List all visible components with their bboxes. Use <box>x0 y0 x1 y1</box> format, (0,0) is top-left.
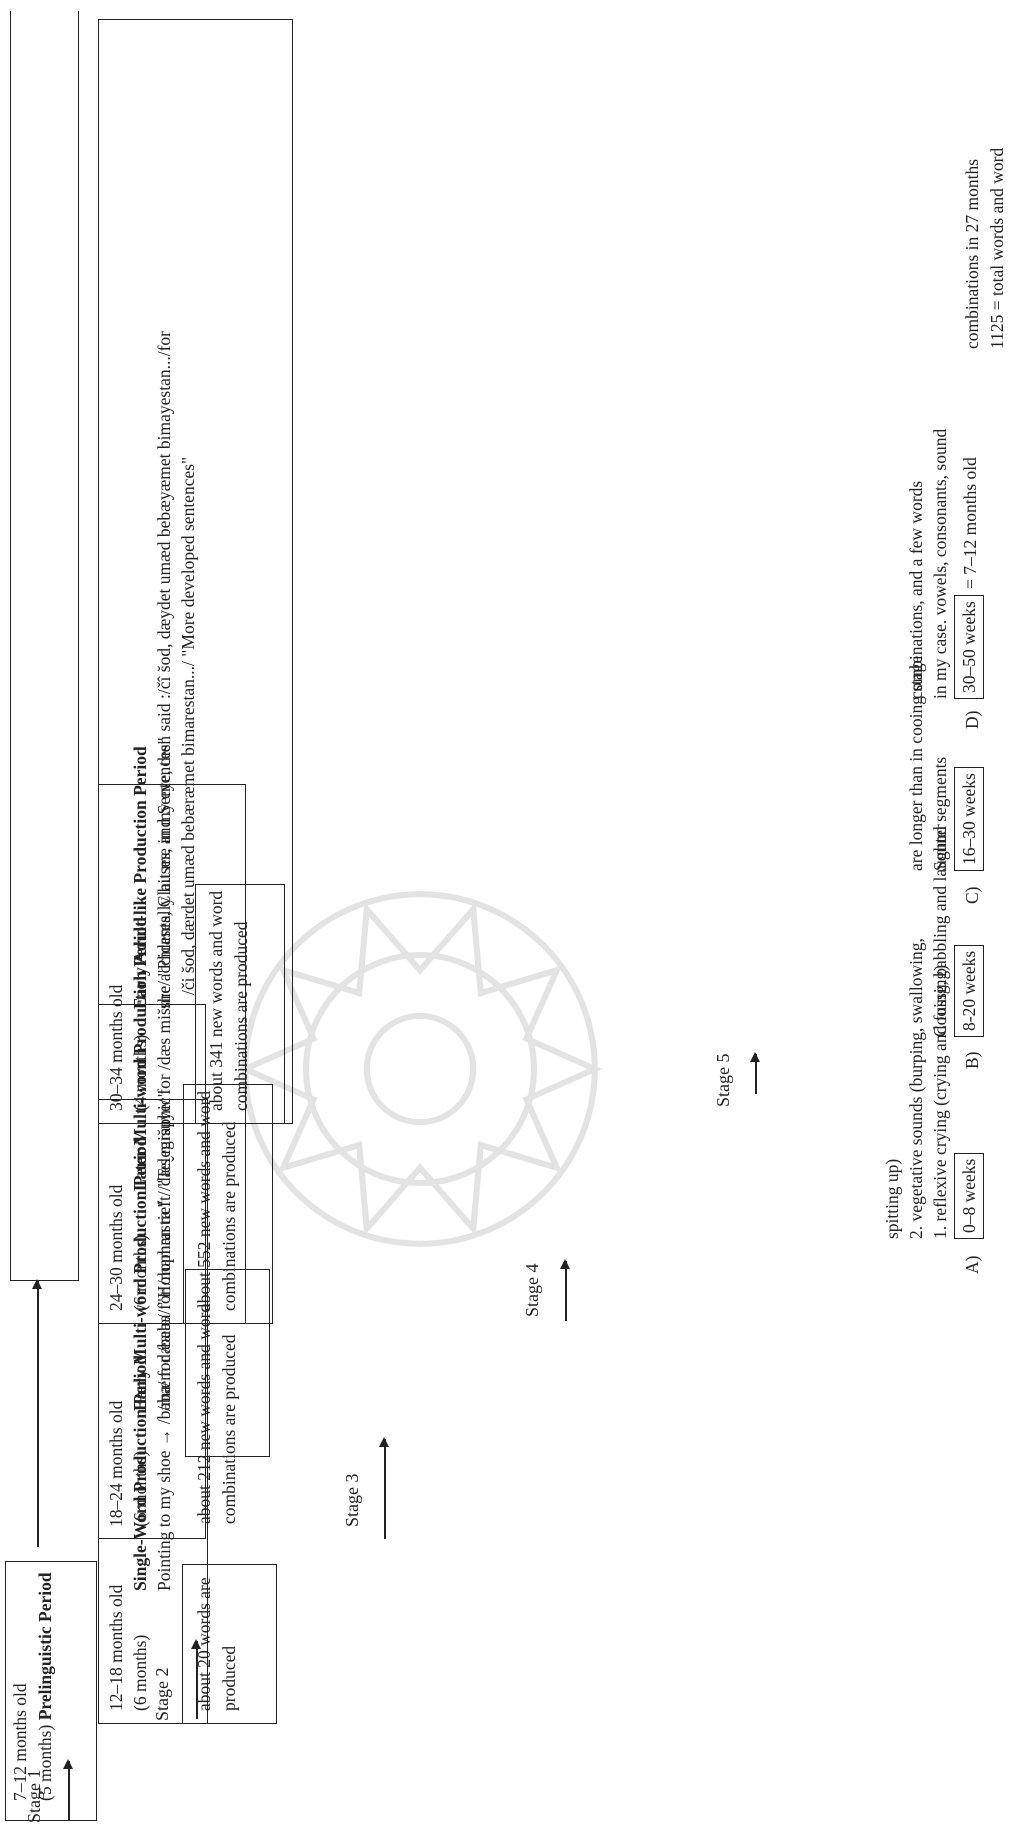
stage-5-example-line-1: she accidentally hit me in my eye, then … <box>154 331 174 1009</box>
stage-3-age: 18–24 months old <box>106 1400 126 1527</box>
stage-4-label: Stage 4 <box>522 1263 542 1318</box>
substage-d-letter: D) <box>962 710 982 729</box>
bracket-bottom-line <box>78 11 80 1281</box>
substage-b-weeks: 8-20 weeks <box>954 944 984 1037</box>
stage-5-age: 30–34 months old <box>106 984 126 1111</box>
stage-5-arrow <box>755 1054 757 1094</box>
prelinguistic-arrow <box>37 1281 39 1547</box>
substage-b-letter: B) <box>962 1051 982 1070</box>
substage-a-line-3: spitting up) <box>882 1158 902 1239</box>
total-note-line-1: 1125 = total words and word <box>987 147 1007 349</box>
substage-d-line-2: combinations, and a few words <box>906 480 926 699</box>
stage-5-count: about 341 new words and word combination… <box>206 890 251 1111</box>
stage-1-period: (5 months) Prelinguistic Period <box>35 1572 55 1801</box>
substage-d-weeks: 30–50 weeks <box>954 595 984 699</box>
stage-5-period: Early Adult-like Production Period <box>130 746 150 1009</box>
total-note-line-2: combinations in 27 months <box>962 158 982 349</box>
stage-2-age: 12–18 months old <box>106 1584 126 1711</box>
substage-c-letter: C) <box>962 886 982 905</box>
substage-d-note: = 7–12 months old <box>960 457 980 589</box>
bracket-left-edge <box>10 1279 78 1281</box>
stage-5-duration: (4 months) <box>130 1034 150 1111</box>
stage-1-age: 7–12 months old <box>10 1683 30 1801</box>
substage-c-line-1: Sound segments <box>930 756 950 871</box>
substage-a-line-2: 2. vegetative sounds (burping, swallowin… <box>906 938 926 1239</box>
stage-5-label: Stage 5 <box>713 1053 733 1108</box>
substage-a-letter: A) <box>962 1255 982 1274</box>
stage-4-arrow <box>565 1261 567 1321</box>
watermark-rosette-icon <box>237 891 603 1247</box>
substage-a-weeks: 0–8 weeks <box>954 1152 984 1239</box>
bracket-top-line <box>10 11 12 1281</box>
stage-3-label: Stage 3 <box>342 1473 362 1528</box>
stage-3-arrow <box>384 1439 386 1539</box>
substage-c-weeks: 16–30 weeks <box>954 767 984 871</box>
substage-d-line-1: in my case. vowels, consonants, sound <box>930 428 950 699</box>
stage-4-duration: (6 months) <box>130 1234 150 1311</box>
stage-4-age: 24–30 months old <box>106 1184 126 1311</box>
stage-2-count: about 20 words are produced <box>194 1577 239 1711</box>
stage-2-duration: (6 months) <box>130 1634 150 1711</box>
stage-3-duration: (6 months) <box>130 1450 150 1527</box>
